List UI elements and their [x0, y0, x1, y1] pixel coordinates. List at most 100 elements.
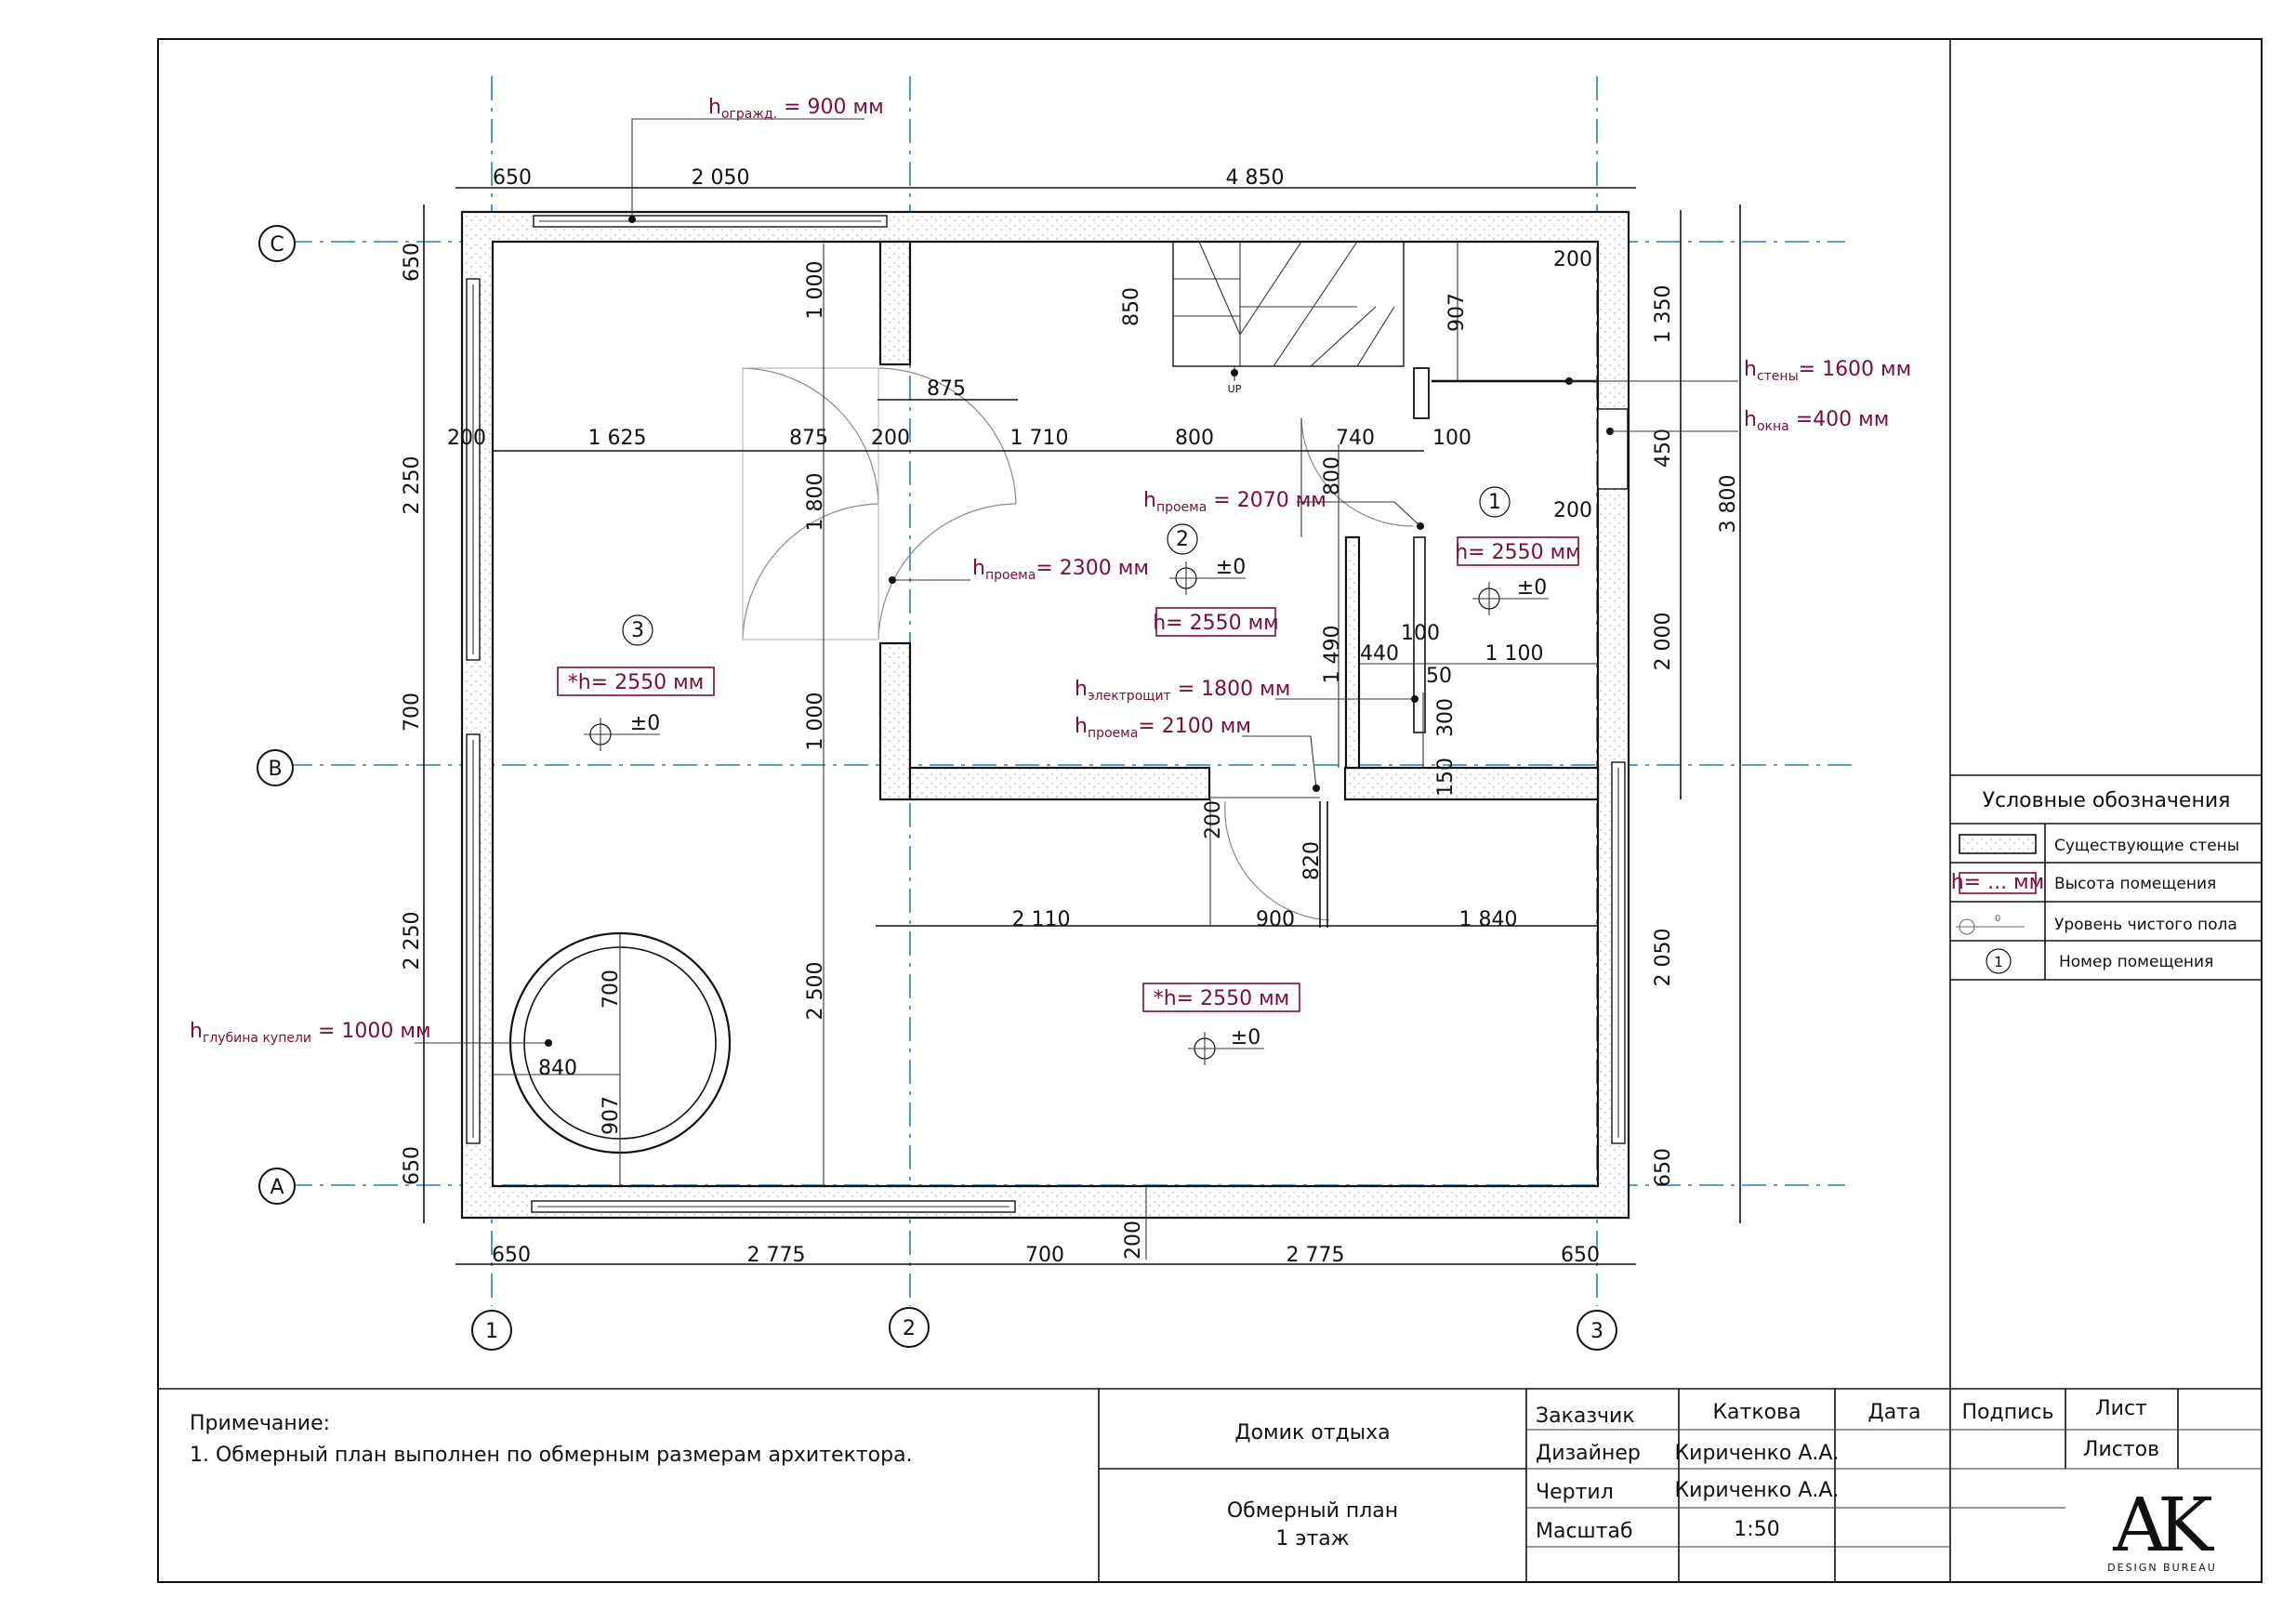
dim-left-700: 700 [401, 693, 424, 732]
doors [742, 367, 1414, 928]
stair-up-label: UP [1228, 383, 1242, 395]
axis-label-2: 2 [903, 1317, 916, 1340]
sheet-title-line1: Обмерный план [1227, 1499, 1398, 1523]
sheet-title-line2: 1 этаж [1275, 1527, 1349, 1550]
annotation-steny: hстены= 1600 мм [1744, 358, 1911, 384]
annotation-ograzhd: hогражд. = 900 мм [708, 96, 884, 122]
room-markers: 3 2 1 *h= 2550 мм h= 2550 мм h= 2550 мм … [557, 486, 1581, 1012]
sheet-frame [157, 38, 2263, 1583]
windows [466, 215, 1629, 1213]
level-mark-room3: ±0 [630, 712, 660, 735]
horizontal-wall-b-left [908, 766, 1211, 801]
level-mark-room1: ±0 [1517, 576, 1547, 600]
annotation-okna: hокна =400 мм [1744, 408, 1889, 434]
dim-440: 440 [1360, 642, 1399, 666]
dim-right-450: 450 [1652, 429, 1675, 468]
axis-bubble-3 [1577, 1310, 1617, 1351]
dim-bottom-650b: 650 [1561, 1244, 1600, 1267]
dim-875b: 875 [927, 377, 966, 401]
dim-200e: 200 [1202, 800, 1225, 839]
dim-right-3800: 3 800 [1717, 475, 1740, 534]
svg-text:0: 0 [1995, 914, 2000, 924]
dim-top-4850: 4 850 [1226, 166, 1285, 190]
dim-1710: 1 710 [1010, 427, 1069, 450]
level-mark-bottom: ±0 [1231, 1026, 1260, 1049]
partition-wall-middle [878, 641, 912, 801]
door-swing-1 [742, 367, 879, 505]
legend-height-swatch [1959, 872, 2037, 894]
svg-text:1: 1 [1994, 954, 2003, 970]
dim-740: 740 [1336, 427, 1375, 450]
dim-1490: 1 490 [1321, 626, 1344, 684]
dim-850: 850 [1120, 287, 1143, 326]
height-box-room2 [1155, 607, 1276, 637]
existing-walls [460, 210, 1630, 1220]
annotation-elektroshit: hэлектрощит = 1800 мм [1075, 678, 1290, 704]
dim-1625: 1 625 [588, 427, 647, 450]
note-text: 1. Обмерный план выполнен по обмерным ра… [190, 1444, 913, 1467]
dim-1800: 1 800 [804, 473, 827, 532]
legend: Условные обозначения Существующие стены … [1950, 774, 2262, 981]
dim-150: 150 [1434, 758, 1458, 797]
dim-800a: 800 [1175, 427, 1214, 450]
column-stub [1413, 367, 1430, 419]
col-date: Дата [1868, 1401, 1921, 1424]
partition-room1 [1344, 535, 1361, 770]
dim-820: 820 [1300, 841, 1324, 880]
dim-900: 900 [1256, 908, 1295, 931]
room-number-1 [1479, 486, 1511, 518]
col-sheet: Лист [2095, 1397, 2147, 1420]
partition-thin [1413, 536, 1426, 733]
svg-text:*h= 2550 мм: *h= 2550 мм [1154, 987, 1290, 1010]
dim-800b: 800 [1321, 456, 1344, 495]
svg-text:h= 2550 мм: h= 2550 мм [1153, 612, 1279, 635]
scale-value: 1:50 [1734, 1518, 1779, 1541]
legend-item-height: Высота помещения [2054, 875, 2216, 893]
col-sheets: Листов [2083, 1438, 2159, 1461]
role-designer: Дизайнер [1536, 1442, 1641, 1465]
design-bureau-caption: DESIGN BUREAU [2107, 1562, 2217, 1574]
customer-name: Каткова [1712, 1401, 1801, 1424]
dim-right-1350: 1 350 [1652, 285, 1675, 344]
annotation-kupel: hглубина купели = 1000 мм [190, 1020, 431, 1046]
dim-907a: 907 [1445, 293, 1469, 332]
axis-bubble-2 [889, 1307, 930, 1348]
door-swing-3 [1300, 417, 1414, 527]
dim-1100: 1 100 [1485, 642, 1544, 666]
height-box-room1 [1457, 536, 1579, 566]
dim-100a: 100 [1432, 427, 1471, 450]
annotation-proema-2: hпроема= 2300 мм [972, 557, 1149, 583]
project-name: Домик отдыха [1234, 1421, 1390, 1445]
height-box-bottom [1142, 983, 1300, 1012]
partition-wall-upper [878, 240, 912, 366]
role-scale: Масштаб [1536, 1520, 1633, 1543]
dim-840: 840 [538, 1057, 577, 1080]
dim-1000b: 1 000 [804, 693, 827, 751]
dim-left-2250a: 2 250 [401, 456, 424, 515]
legend-title: Условные обозначения [1983, 789, 2231, 812]
dim-200c: 200 [1553, 248, 1592, 271]
dim-300: 300 [1434, 698, 1458, 737]
dim-right-650: 650 [1652, 1148, 1675, 1187]
dimension-lines [423, 187, 1741, 1265]
door-swing-2 [1224, 800, 1330, 921]
axis-label-b: B [268, 758, 282, 781]
dim-left-650a: 650 [401, 243, 424, 282]
svg-text:1: 1 [1488, 491, 1501, 514]
design-bureau-logo: AK [2112, 1482, 2214, 1568]
dim-bottom-700: 700 [1025, 1244, 1064, 1267]
dim-2500: 2 500 [804, 962, 827, 1021]
col-signature: Подпись [1962, 1401, 2054, 1424]
dim-50: 50 [1426, 665, 1452, 688]
dim-100b: 100 [1401, 622, 1440, 645]
dim-top-650: 650 [493, 166, 532, 190]
window-right-small [1597, 408, 1629, 490]
svg-text:3: 3 [631, 619, 644, 642]
axis-bubble-1 [471, 1310, 512, 1351]
dim-left-650b: 650 [401, 1146, 424, 1185]
dim-875a: 875 [789, 427, 828, 450]
axis-label-a: A [270, 1176, 284, 1199]
dimension-labels: 650 2 050 4 850 650 2 775 700 2 775 650 … [401, 166, 1740, 1267]
legend-item-walls: Существующие стены [2054, 837, 2239, 855]
